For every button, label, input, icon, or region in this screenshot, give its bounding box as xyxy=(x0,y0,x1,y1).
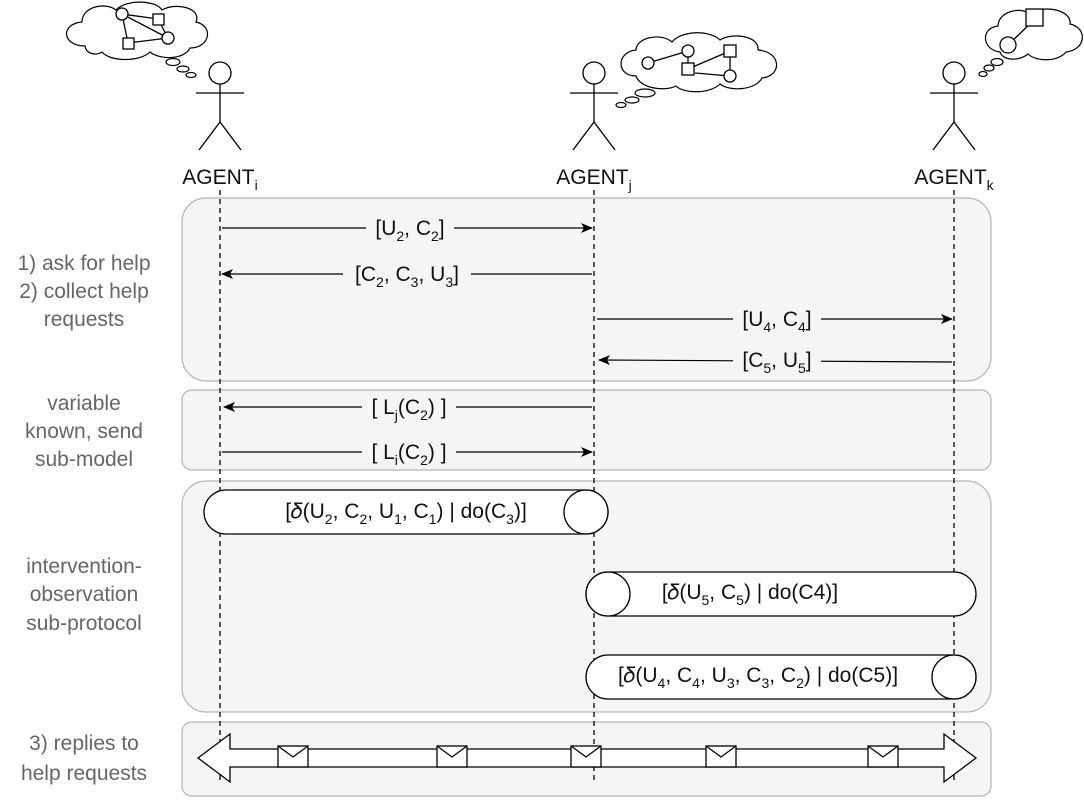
envelope-icon xyxy=(867,745,899,768)
svg-text:2) collect help: 2) collect help xyxy=(19,280,149,303)
svg-text:3) replies to: 3) replies to xyxy=(29,732,139,755)
thought-cloud-agent-j xyxy=(615,32,778,109)
agent-i-label: AGENTi xyxy=(182,166,257,193)
svg-text:known, send: known, send xyxy=(25,420,143,443)
phase-panel-requests xyxy=(181,197,992,382)
phase-label-submodel: variable known, send sub-model xyxy=(25,392,143,471)
agent-k-label: AGENTk xyxy=(914,166,994,193)
message-label-bg-5 xyxy=(362,392,456,422)
subprotocol-cylinder-1: [𝛿(U2, C2, U1, C1) | do(C3)] xyxy=(203,489,609,535)
message-label-bg-3 xyxy=(733,304,821,334)
envelope-icon xyxy=(570,745,602,768)
svg-text:requests: requests xyxy=(44,308,125,331)
svg-text:sub-model: sub-model xyxy=(35,448,133,471)
thought-cloud-agent-i xyxy=(66,1,208,79)
message-label-2: [C2, C3, U3] xyxy=(355,263,459,290)
message-label-5: [ Lj(C2) ] xyxy=(371,396,446,423)
phase-label-replies: 3) replies to help requests xyxy=(21,732,147,785)
envelope-icon xyxy=(436,745,468,768)
phase-label-subprotocol: intervention- observation sub-protocol xyxy=(26,555,142,635)
subprotocol-cylinder-2: [𝛿(U5, C5) | do(C4)] xyxy=(585,571,977,617)
svg-text:1) ask for help: 1) ask for help xyxy=(17,252,150,275)
message-label-bg-4 xyxy=(733,345,821,375)
svg-text:help requests: help requests xyxy=(21,762,147,785)
message-label-bg-6 xyxy=(362,437,456,467)
message-label-bg-1 xyxy=(366,213,454,243)
subprotocol-label-2: [𝛿(U5, C5) | do(C4)] xyxy=(662,581,838,608)
subprotocol-label-3: [𝛿(U4, C4, U3, C3, C2) | do(C5)] xyxy=(618,664,898,691)
svg-text:observation: observation xyxy=(30,583,139,606)
message-label-bg-2 xyxy=(343,259,471,289)
message-label-3: [U4, C4] xyxy=(742,308,811,335)
agent-j-label: AGENTj xyxy=(556,166,631,193)
svg-text:intervention-: intervention- xyxy=(26,555,142,578)
message-label-1: [U2, C2] xyxy=(375,217,444,244)
phase-label-requests: 1) ask for help 2) collect help requests xyxy=(17,252,150,331)
thought-cloud-agent-k xyxy=(978,8,1083,78)
actor-agent-j xyxy=(570,61,618,151)
phase-panel-submodel xyxy=(181,389,992,471)
actor-agent-k xyxy=(930,61,978,151)
svg-text:variable: variable xyxy=(47,392,121,415)
message-label-6: [ Li(C2) ] xyxy=(371,441,446,468)
envelope-icon xyxy=(277,745,309,768)
subprotocol-cylinder-3: [𝛿(U4, C4, U3, C3, C2) | do(C5)] xyxy=(585,654,977,700)
svg-text:sub-protocol: sub-protocol xyxy=(26,612,142,635)
message-label-4: [C5, U5] xyxy=(742,349,811,376)
actor-agent-i xyxy=(196,61,244,151)
subprotocol-label-1: [𝛿(U2, C2, U1, C1) | do(C3)] xyxy=(285,500,527,527)
envelope-icon xyxy=(705,745,737,768)
